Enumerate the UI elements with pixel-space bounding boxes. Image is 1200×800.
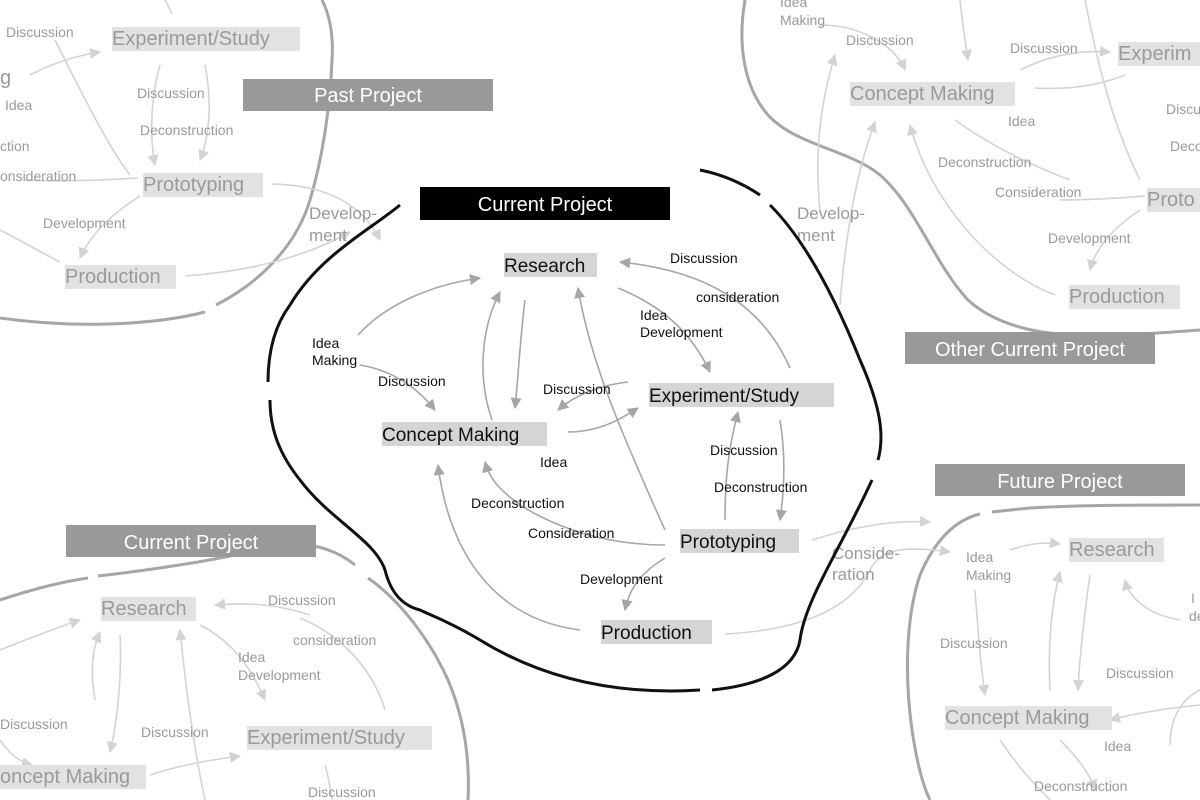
cross-edge-consideration-2: ration — [832, 565, 875, 584]
other-edge-development: Development — [1048, 230, 1131, 246]
other-edge-partial-deco: Deco — [1170, 138, 1200, 154]
cross-edge-development-right-1: Develop- — [797, 204, 865, 223]
cluster-current-project-main: Research Experiment/Study Concept Making… — [266, 168, 883, 693]
secondary-edge-development: Development — [238, 667, 321, 683]
main-edge-discussion-2: Discussion — [378, 373, 446, 389]
secondary-node-concept-partial: oncept Making — [0, 766, 130, 788]
future-edge-making: Making — [966, 567, 1011, 583]
secondary-node-experiment: Experiment/Study — [247, 727, 405, 749]
main-edge-idea-making-2: Making — [312, 352, 357, 368]
other-edge-idea: Idea — [780, 0, 807, 10]
other-node-production: Production — [1069, 286, 1165, 308]
other-node-partial-experiment: Experim — [1118, 43, 1191, 65]
main-node-production: Production — [601, 623, 692, 644]
future-edge-idea-2: Idea — [1104, 738, 1131, 754]
past-node-partial-g: g — [0, 67, 11, 89]
secondary-edge-discussion-3: Discussion — [141, 724, 209, 740]
secondary-node-research: Research — [101, 598, 187, 620]
cross-edge-development-left-2: ment — [309, 226, 347, 245]
past-project-outline — [0, 0, 334, 326]
main-edge-idea-making-1: Idea — [312, 335, 339, 351]
other-node-concept: Concept Making — [850, 83, 995, 105]
main-edge-development: Development — [580, 571, 663, 587]
main-edge-deconstruction-1: Deconstruction — [714, 479, 807, 495]
future-edge-deconstruction: Deconstruction — [1034, 778, 1127, 794]
past-edge-discussion-1: Discussion — [6, 24, 74, 40]
cross-edge-development-right-2: ment — [797, 226, 835, 245]
other-edge-idea-2: Idea — [1008, 113, 1035, 129]
past-node-prototyping: Prototyping — [143, 174, 244, 196]
other-edge-consideration: Consideration — [995, 184, 1081, 200]
cross-edge-consideration-1: Conside- — [832, 544, 900, 563]
future-node-concept: Concept Making — [945, 707, 1090, 729]
other-current-project-title: Other Current Project — [935, 339, 1126, 361]
current-main-arrows — [357, 257, 791, 631]
other-edge-deconstruction: Deconstruction — [938, 154, 1031, 170]
main-edge-deconstruction-2: Deconstruction — [471, 495, 564, 511]
main-edge-idea: Idea — [540, 454, 567, 470]
cluster-other-current-project: Idea Making Discussion Discussion Concep… — [740, 0, 1200, 364]
other-edge-making: Making — [780, 12, 825, 28]
main-node-prototyping: Prototyping — [680, 532, 776, 553]
main-node-research: Research — [504, 256, 585, 277]
main-edge-idea-development-2: Development — [640, 324, 723, 340]
main-node-experiment: Experiment/Study — [649, 386, 799, 407]
other-node-partial-proto: Proto — [1147, 189, 1195, 211]
other-current-arrows — [817, 0, 1146, 306]
secondary-edge-discussion-4: Discussion — [308, 784, 376, 800]
main-edge-idea-development-1: Idea — [640, 307, 667, 323]
main-edge-discussion-3: Discussion — [543, 381, 611, 397]
cluster-future-project: Idea Making Research I de Discussion Dis… — [905, 464, 1200, 800]
secondary-edge-discussion-1: Discussion — [268, 592, 336, 608]
other-edge-partial-discu: Discu — [1166, 101, 1200, 117]
future-node-research: Research — [1069, 539, 1155, 561]
past-edge-partial-ction: ction — [0, 138, 30, 154]
secondary-edge-consideration: consideration — [293, 632, 376, 648]
cluster-current-project-secondary: Research Discussion consideration Idea D… — [0, 525, 470, 800]
main-node-concept: Concept Making — [382, 425, 519, 446]
past-node-production: Production — [65, 266, 161, 288]
future-edge-partial-i: I — [1191, 590, 1195, 606]
current-main-outline — [266, 168, 883, 693]
cluster-past-project: Experiment/Study Prototyping Production … — [0, 0, 493, 326]
current-main-project-title: Current Project — [478, 194, 613, 216]
past-edge-deconstruction: Deconstruction — [140, 122, 233, 138]
other-edge-discussion-1: Discussion — [846, 32, 914, 48]
future-edge-discussion-2: Discussion — [1106, 665, 1174, 681]
future-project-title: Future Project — [997, 471, 1123, 493]
future-project-outline — [905, 503, 1200, 800]
secondary-edge-idea: Idea — [238, 649, 265, 665]
future-edge-partial-de: de — [1189, 608, 1200, 624]
past-edge-development: Development — [43, 215, 126, 231]
past-edge-idea: Idea — [5, 97, 32, 113]
cross-edge-development-left-1: Develop- — [309, 204, 377, 223]
past-edge-partial-onsideration: onsideration — [0, 168, 76, 184]
main-edge-consideration: consideration — [696, 289, 779, 305]
current-secondary-project-title: Current Project — [124, 532, 259, 554]
current-secondary-outline — [0, 542, 470, 800]
past-project-arrows — [0, 0, 381, 277]
future-project-arrows — [974, 537, 1200, 800]
future-edge-idea: Idea — [966, 549, 993, 565]
main-edge-discussion-4: Discussion — [710, 442, 778, 458]
secondary-edge-discussion-2: Discussion — [0, 716, 68, 732]
past-node-experiment: Experiment/Study — [112, 28, 270, 50]
past-edge-discussion-2: Discussion — [137, 85, 205, 101]
future-edge-discussion-1: Discussion — [940, 635, 1008, 651]
past-project-title: Past Project — [314, 85, 422, 107]
current-secondary-arrows — [0, 598, 386, 800]
other-edge-discussion-2: Discussion — [1010, 40, 1078, 56]
main-edge-consideration-cap: Consideration — [528, 525, 614, 541]
main-edge-discussion-1: Discussion — [670, 250, 738, 266]
